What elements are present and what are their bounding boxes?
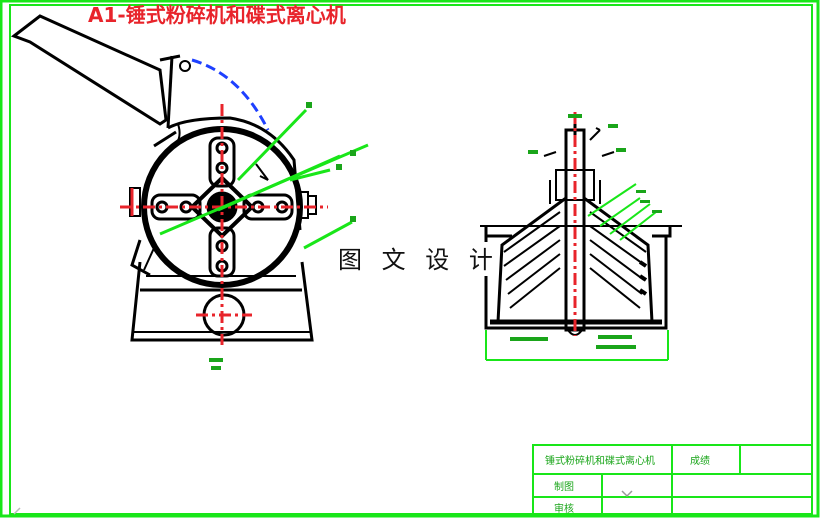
corner-mark-icon [13, 507, 21, 515]
watermark-backdrop [330, 242, 490, 276]
centrifuge-arrows [543, 127, 615, 157]
title-block-grade-label: 成绩 [690, 454, 710, 467]
rotation-arrow [255, 163, 269, 181]
title-block [532, 444, 813, 515]
hopper [10, 14, 168, 126]
title-block-drawn-label: 制图 [554, 480, 574, 493]
resize-chevron-icon [621, 490, 633, 498]
watermark: 图 文 设 计 [338, 246, 499, 274]
mill-leader-tags [209, 102, 356, 370]
inner-border [9, 4, 813, 515]
centrifuge-leaders [485, 183, 669, 361]
disc-centrifuge [480, 118, 682, 336]
mill-leaders [159, 108, 369, 250]
hammer-mill [10, 14, 317, 342]
centrifuge-leader-tags [510, 114, 662, 349]
title-block-name: 锤式粉碎机和碟式离心机 [545, 454, 655, 467]
title-block-checked-label: 审核 [554, 502, 574, 515]
drawing-title: A1-锤式粉碎机和碟式离心机 [88, 3, 346, 27]
hidden-arc [191, 58, 270, 131]
